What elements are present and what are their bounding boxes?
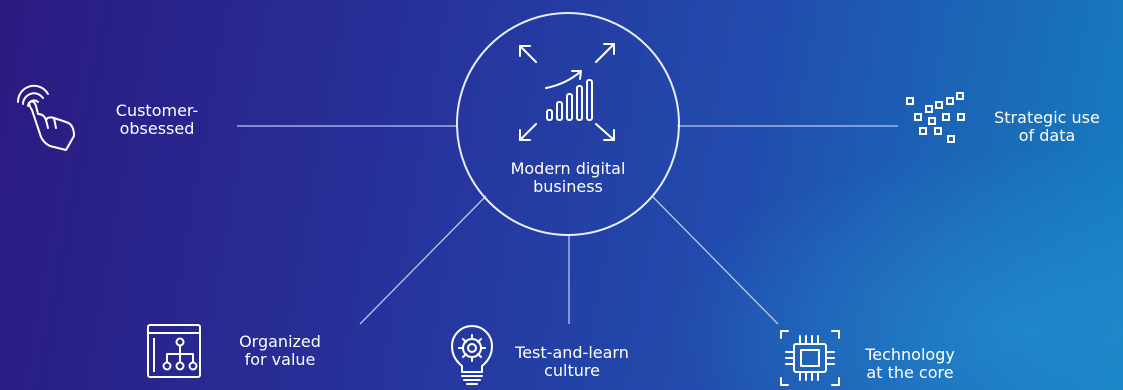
data-label: Strategic use of data	[994, 108, 1100, 145]
chip-icon	[780, 330, 840, 386]
technology-label: Technology at the core	[865, 345, 955, 382]
touch-hand-icon	[16, 84, 75, 151]
customer-label: Customer- obsessed	[115, 101, 199, 138]
center-label: Modern digital business	[510, 159, 626, 196]
data-squares-icon	[906, 92, 965, 143]
connector-organized	[359, 195, 487, 325]
center-circle	[456, 12, 680, 236]
org-chart-window-icon	[147, 324, 201, 378]
testlearn-label: Test-and-learn culture	[515, 343, 629, 380]
lightbulb-gear-icon	[451, 325, 493, 385]
organized-label: Organized for value	[239, 332, 321, 369]
growth-chart-expand-icon	[519, 43, 615, 141]
connector-technology	[651, 195, 779, 325]
